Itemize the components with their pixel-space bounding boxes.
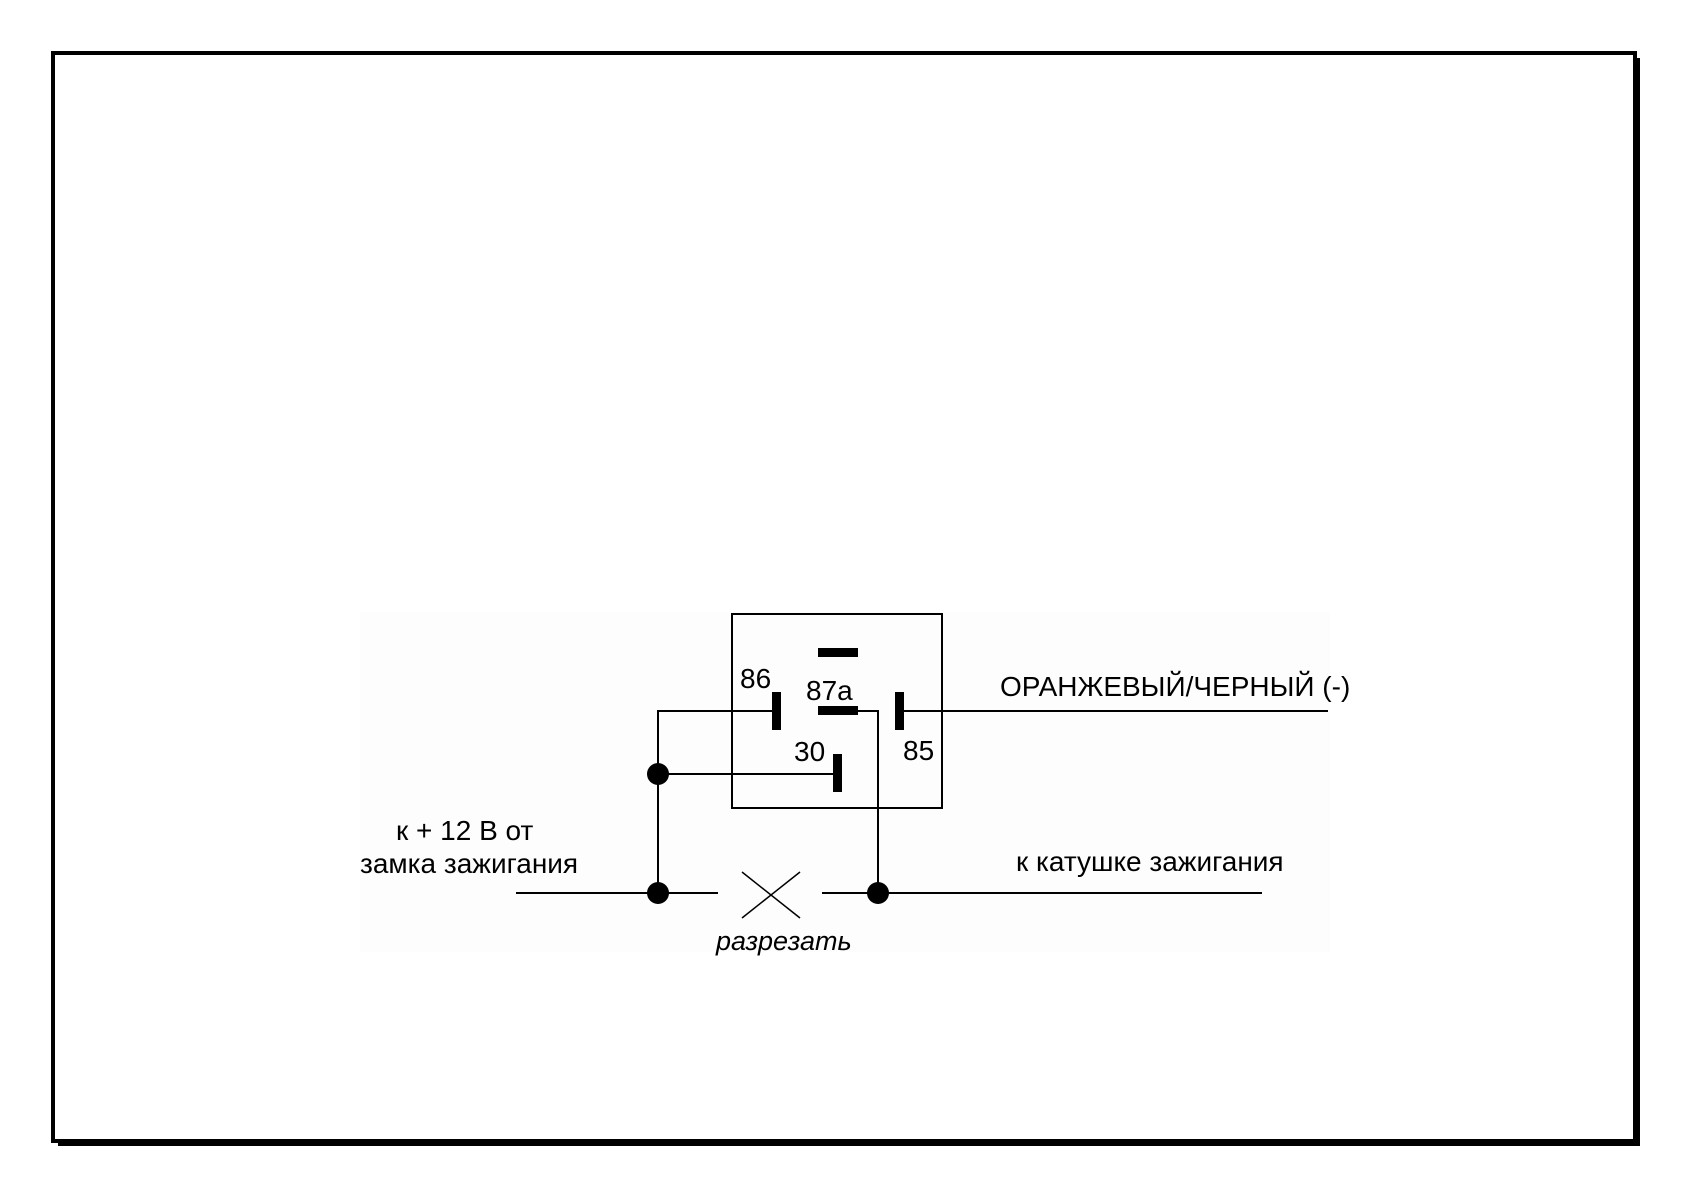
wires — [516, 710, 1328, 894]
label-ignition-source-line2: замка зажигания — [360, 848, 578, 879]
frame-border — [51, 51, 1637, 1143]
pin-label-30: 30 — [794, 736, 825, 767]
junction-dot-30 — [647, 763, 669, 785]
wire-86 — [657, 710, 772, 893]
junction-dot-coil — [867, 882, 889, 904]
terminal-87a-bar — [818, 706, 858, 715]
label-ignition-source-line1: к + 12 В от — [396, 815, 533, 846]
label-cut: разрезать — [715, 926, 852, 956]
pin-label-85: 85 — [903, 735, 934, 766]
cut-mark-icon — [741, 871, 801, 919]
pin-label-86: 86 — [740, 663, 771, 694]
terminal-87-bar — [818, 648, 858, 657]
schematic-panel — [360, 612, 1330, 952]
terminal-85-bar — [895, 692, 904, 730]
terminal-30-bar — [833, 754, 842, 792]
wire-87a — [858, 710, 879, 893]
terminal-86-bar — [772, 692, 781, 730]
junction-dot-source — [647, 882, 669, 904]
label-orange-black-wire: ОРАНЖЕВЫЙ/ЧЕРНЫЙ (-) — [1000, 671, 1350, 702]
pin-label-87a: 87a — [806, 675, 853, 706]
label-ignition-coil: к катушке зажигания — [1016, 846, 1284, 877]
